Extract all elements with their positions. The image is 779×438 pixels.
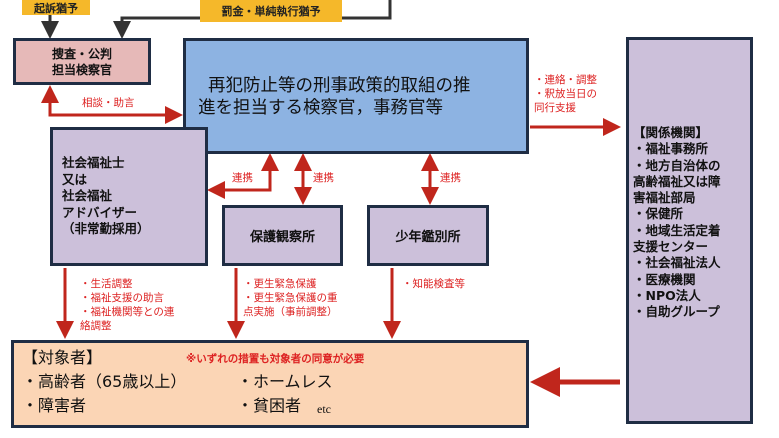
cooperation-label: 連携 xyxy=(440,172,461,184)
consent-note: ※いずれの措置も対象者の同意が必要 xyxy=(186,353,365,365)
main-prosecutor-box: 再犯防止等の刑事政策的取組の推 進を担当する検察官，事務官等 xyxy=(183,38,529,154)
prosecutor-line2: 担当検察官 xyxy=(51,63,112,77)
juvenile-tasks: ・知能検査等 xyxy=(402,277,465,291)
target-persons-box: 【対象者】 ※いずれの措置も対象者の同意が必要 ・高齢者（65歳以上） ・ホーム… xyxy=(11,340,529,428)
task-item: ・更生緊急保護の重 xyxy=(243,292,338,304)
target-disabled: ・障害者 xyxy=(22,396,87,415)
social-worker-line: 社会福祉 xyxy=(62,188,113,203)
social-worker-box: 社会福祉士 又は 社会福祉 アドバイザー （非常勤採用） xyxy=(50,127,208,266)
liaison-item: ・釈放当日の xyxy=(534,88,597,100)
juvenile-classification-box: 少年鑑別所 xyxy=(367,205,489,266)
task-item: 点実施（事前調整） xyxy=(243,306,338,318)
agency-item: ・NPO法人 xyxy=(633,287,701,303)
liaison-labels: ・連絡・調整 ・釈放当日の 同行支援 xyxy=(534,73,597,115)
tag-prosecution-suspended: 起訴猶予 xyxy=(22,0,90,15)
social-worker-line: （非常勤採用） xyxy=(62,221,150,236)
task-item: 絡調整 xyxy=(80,320,112,332)
consult-label: 相談・助言 xyxy=(82,97,135,109)
cooperation-label: 連携 xyxy=(232,172,253,184)
social-worker-line: アドバイザー xyxy=(62,204,138,220)
cooperation-arrow-social xyxy=(207,153,279,199)
agency-item: 高齢福祉又は障 xyxy=(633,173,721,189)
consult-arrow xyxy=(41,85,183,124)
social-worker-line: 社会福祉士 xyxy=(62,155,125,170)
task-item: ・更生緊急保護 xyxy=(243,278,317,290)
task-item: ・福祉機関等との連 xyxy=(80,306,175,318)
liaison-item: ・連絡・調整 xyxy=(534,74,597,86)
prosecutor-box: 捜査・公判 担当検察官 xyxy=(13,38,151,85)
social-worker-tasks: ・生活調整 ・福祉支援の助言 ・福祉機関等との連 絡調整 xyxy=(80,277,174,333)
target-poor: ・貧困者 xyxy=(237,396,302,415)
probation-tasks: ・更生緊急保護 ・更生緊急保護の重 点実施（事前調整） xyxy=(243,277,338,319)
agency-item: ・地域生活定着 xyxy=(633,222,721,238)
liaison-item: 同行支援 xyxy=(534,102,576,114)
agency-item: ・保健所 xyxy=(633,206,684,222)
task-item: ・福祉支援の助言 xyxy=(80,292,164,304)
prosecutor-line1: 捜査・公判 xyxy=(51,47,112,61)
agency-item: ・自助グループ xyxy=(633,304,720,320)
agency-item: ・医療機関 xyxy=(633,271,696,287)
target-elderly: ・高齢者（65歳以上） xyxy=(22,372,187,391)
social-worker-line: 又は xyxy=(62,171,88,187)
cooperation-label: 連携 xyxy=(313,172,334,184)
agency-item: ・社会福祉法人 xyxy=(633,255,721,271)
task-item: ・知能検査等 xyxy=(402,278,465,290)
agency-item: ・福祉事務所 xyxy=(633,141,709,157)
target-title: 【対象者】 xyxy=(22,348,103,367)
tag-fine-suspended: 罰金・単純執行猶予 xyxy=(200,0,342,22)
agency-item: ・地方自治体の xyxy=(633,157,721,173)
target-etc: etc xyxy=(317,402,331,416)
agency-item: 支援センター xyxy=(633,239,709,255)
main-line1: 再犯防止等の刑事政策的取組の推 xyxy=(208,76,471,96)
main-line2: 進を担当する検察官，事務官等 xyxy=(198,98,443,118)
probation-office-box: 保護観察所 xyxy=(222,205,343,266)
target-homeless: ・ホームレス xyxy=(237,372,333,391)
agencies-title: 【関係機関】 xyxy=(633,125,709,140)
agency-item: 害福祉部局 xyxy=(633,190,696,206)
task-item: ・生活調整 xyxy=(80,278,133,290)
related-agencies-box: 【関係機関】 ・福祉事務所 ・地方自治体の 高齢福祉又は障 害福祉部局 ・保健所… xyxy=(626,37,753,424)
